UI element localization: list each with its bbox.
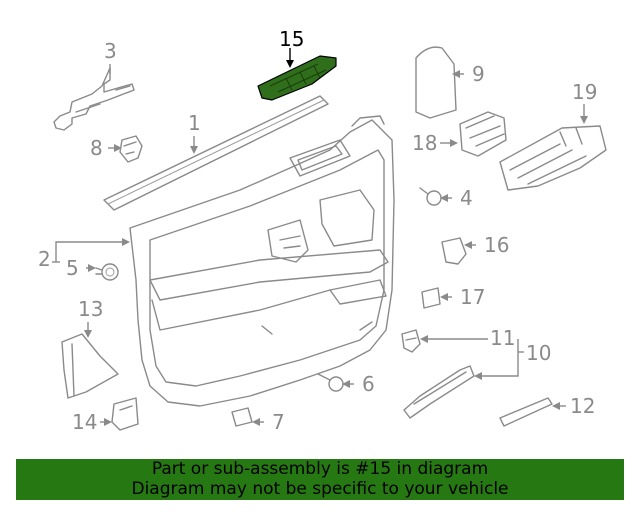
- info-banner: Part or sub-assembly is #15 in diagram D…: [16, 459, 624, 500]
- part-4-screw: [419, 187, 442, 206]
- callout-14[interactable]: 14: [72, 410, 97, 434]
- part-17-clip: [421, 287, 441, 309]
- part-18-switch: [459, 111, 507, 157]
- callout-3[interactable]: 3: [104, 39, 117, 63]
- callout-8[interactable]: 8: [90, 136, 103, 160]
- part-16-clip: [441, 237, 467, 265]
- part-10-pull-handle: [403, 365, 475, 419]
- part-3-bracket: [53, 67, 135, 131]
- part-12-trim-strip: [499, 397, 553, 427]
- callout-15[interactable]: 15: [279, 27, 304, 51]
- callout-12[interactable]: 12: [570, 394, 595, 418]
- callout-11[interactable]: 11: [490, 326, 515, 350]
- banner-line-1: Part or sub-assembly is #15 in diagram: [151, 459, 489, 479]
- part-14-clip: [111, 397, 139, 431]
- part-1-belt-weatherstrip: [103, 95, 329, 211]
- part-2-door-trim-panel: [129, 115, 395, 407]
- part-15-switch-bezel[interactable]: [257, 55, 337, 101]
- callout-19[interactable]: 19: [572, 80, 597, 104]
- part-6-screw: [317, 373, 344, 392]
- callout-16[interactable]: 16: [484, 233, 509, 257]
- part-19-master-switch: [499, 125, 607, 191]
- callout-2[interactable]: 2: [38, 247, 51, 271]
- part-5-screw: [95, 263, 119, 281]
- part-9-cover: [415, 46, 457, 119]
- callout-4[interactable]: 4: [460, 186, 473, 210]
- callout-10[interactable]: 10: [526, 341, 551, 365]
- banner-line-2: Diagram may not be specific to your vehi…: [131, 479, 509, 499]
- callout-6[interactable]: 6: [362, 372, 375, 396]
- parts-diagram: 3 8 1 2 5: [38, 27, 607, 434]
- callout-13[interactable]: 13: [78, 297, 103, 321]
- part-7-clip: [231, 407, 253, 427]
- callout-17[interactable]: 17: [460, 285, 485, 309]
- callout-1[interactable]: 1: [188, 111, 201, 135]
- callout-5[interactable]: 5: [66, 256, 79, 280]
- callout-18[interactable]: 18: [412, 131, 437, 155]
- part-13-trim: [61, 333, 119, 399]
- part-11-clip: [401, 329, 421, 353]
- part-8-clip: [119, 135, 143, 163]
- callout-9[interactable]: 9: [472, 62, 485, 86]
- callout-7[interactable]: 7: [272, 410, 285, 434]
